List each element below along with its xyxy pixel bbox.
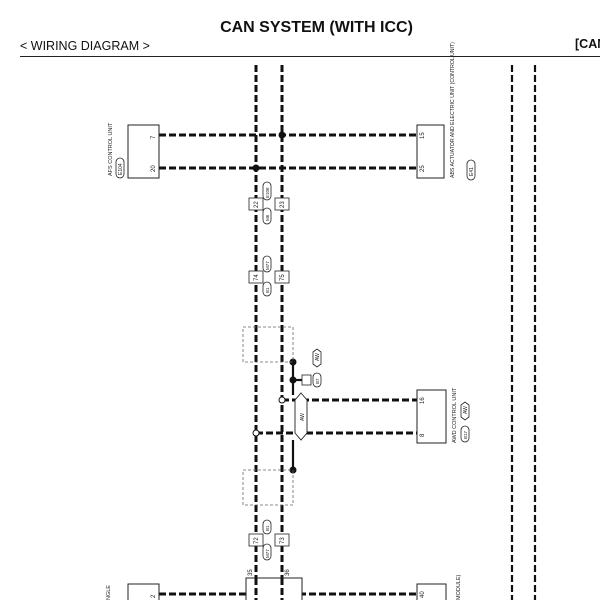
awd-control-unit[interactable]: 16 8 AWD CONTROL UNIT B17 AW [416,387,470,444]
connector-e108[interactable]: 22 23 E108 M6 [248,181,290,225]
junction-dot [278,131,286,139]
aw-inline-label: AW [300,413,306,421]
awd-connector: B17 [463,430,468,439]
bottom-left-unit[interactable]: 2 NGLE [106,583,160,600]
connector-pin: 73 [280,537,286,544]
connector-code: M77 [265,549,270,558]
aw-option-label: AW [315,353,321,361]
section-tag: [CAN [575,37,600,51]
connector-pin: 75 [280,274,286,281]
awd-pin-16: 16 [420,397,426,404]
aw-inline-tag[interactable]: AW [294,392,308,441]
afs-pin-7: 7 [151,135,157,139]
connector-code: B1 [265,287,270,293]
connector-code: M77 [265,261,270,270]
connector-pin: 72 [254,537,260,544]
option-box-lower [242,469,294,506]
awd-label: AWD CONTROL UNIT [452,387,458,443]
aw-option-tag[interactable]: AW [312,348,322,368]
afs-control-unit[interactable]: 7 20 AFS CONTROL UNIT E104 [108,122,160,179]
bottom-left-pin: 2 [151,594,157,598]
can-bus-right [510,65,537,600]
breadcrumb[interactable]: < WIRING DIAGRAM > [20,39,150,53]
bottom-center-pin: 35 [248,569,254,576]
connector-pin: 22 [254,201,260,208]
option-box-upper [242,326,294,363]
connector-m77[interactable]: 74 75 M77 B1 [248,255,290,297]
bottom-right-label: MODULE) [456,574,462,600]
bottom-center-connector[interactable]: 35 36 [245,569,303,600]
b7-connector[interactable]: B7 [301,372,322,388]
afs-pin-20: 20 [151,165,157,172]
afs-connector: E104 [118,163,124,175]
awd-pin-8: 8 [420,433,426,437]
abs-pin-25: 25 [420,165,426,172]
abs-actuator-unit[interactable]: 15 25 ABS ACTUATOR AND ELECTRIC UNIT (CO… [416,42,476,181]
bottom-left-label: NGLE [106,585,112,600]
bottom-right-unit[interactable]: 40 MODULE) [416,574,462,600]
can-bus-main [254,65,284,600]
connector-code: B1 [265,525,270,531]
b7-label: B7 [315,378,320,384]
header-rule [20,56,600,57]
bottom-center-pin: 36 [285,569,291,576]
bottom-right-pin: 40 [420,591,426,598]
connector-code: E108 [265,187,270,198]
page-title: CAN SYSTEM (WITH ICC) [220,19,413,36]
connector-b1[interactable]: 72 73 B1 M77 [248,519,290,561]
connector-pin: 74 [254,274,260,281]
abs-connector: E41 [469,167,475,176]
open-junction [252,429,260,437]
connector-pin: 23 [280,201,286,208]
afs-label: AFS CONTROL UNIT [108,122,114,176]
junction-dot [252,164,260,172]
awd-option: AW [463,406,469,414]
abs-pin-15: 15 [420,132,426,139]
abs-label: ABS ACTUATOR AND ELECTRIC UNIT (CONTROL … [450,42,456,178]
connector-code: M6 [265,214,270,221]
open-junction [278,396,286,404]
